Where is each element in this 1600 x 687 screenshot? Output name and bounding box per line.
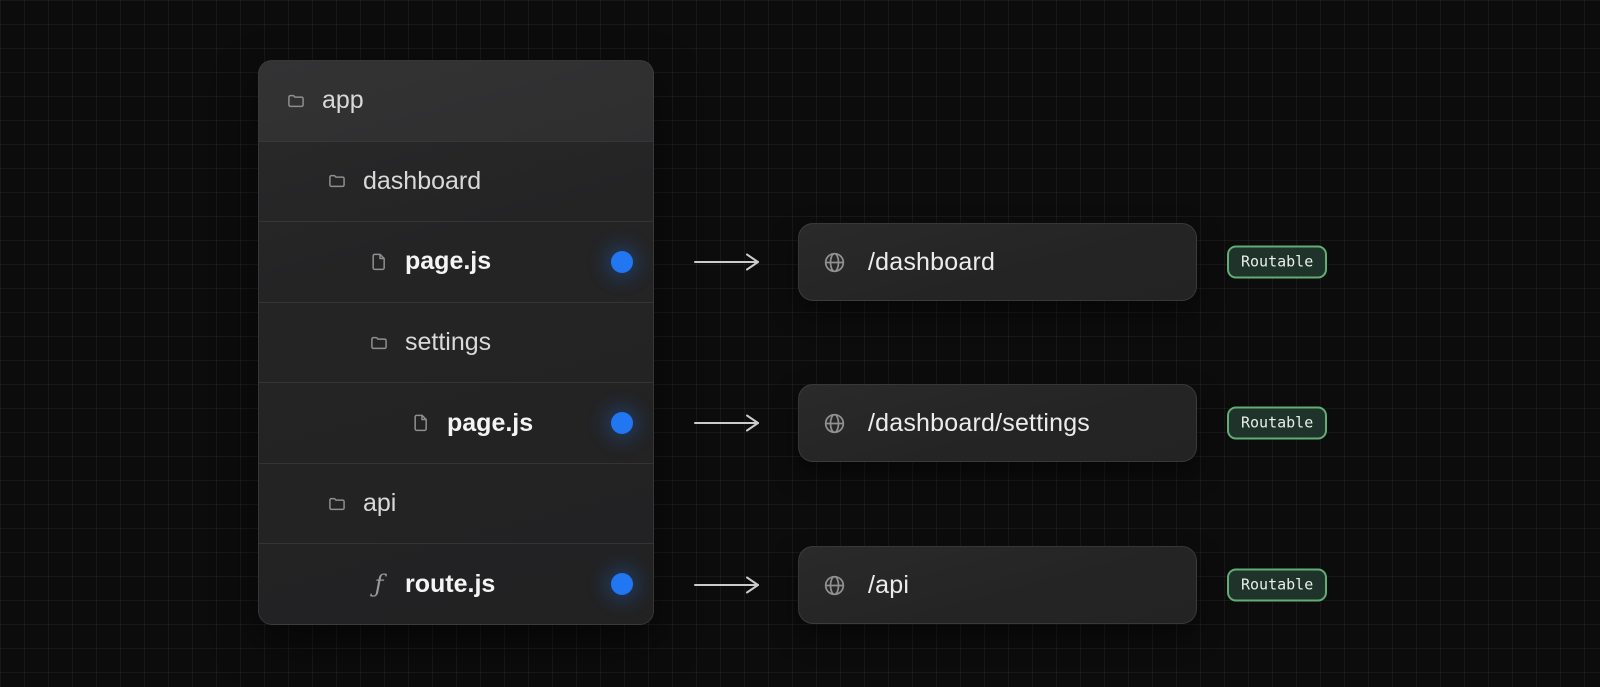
route-row-api: /api Routable bbox=[0, 545, 1600, 625]
routable-badge: Routable bbox=[1227, 406, 1328, 440]
arrow-right-icon bbox=[694, 576, 759, 594]
file-icon bbox=[414, 414, 427, 432]
function-icon: ƒ bbox=[374, 570, 384, 599]
tree-item-label: app bbox=[322, 86, 364, 115]
routable-badge: Routable bbox=[1227, 568, 1328, 602]
tree-item-label: page.js bbox=[405, 247, 492, 276]
route-indicator-dot bbox=[611, 250, 633, 273]
route-card[interactable]: /api bbox=[798, 546, 1197, 624]
tree-row-route-js[interactable]: ƒ route.js bbox=[259, 543, 653, 624]
arrow-right-icon bbox=[694, 414, 759, 432]
tree-row-settings[interactable]: settings bbox=[259, 301, 653, 383]
globe-icon bbox=[824, 575, 845, 595]
tree-item-label: api bbox=[363, 489, 397, 518]
folder-icon bbox=[329, 175, 345, 188]
route-path-label: /dashboard bbox=[868, 247, 996, 276]
routable-badge: Routable bbox=[1227, 245, 1328, 279]
route-indicator-dot bbox=[611, 412, 633, 435]
route-path-label: /api bbox=[868, 570, 910, 599]
globe-icon bbox=[824, 413, 845, 433]
tree-item-label: dashboard bbox=[363, 166, 482, 195]
route-row-dashboard-settings: /dashboard/settings Routable bbox=[0, 383, 1600, 463]
globe-icon bbox=[824, 252, 845, 272]
file-tree-panel: app dashboard page.js settings page.js a… bbox=[258, 60, 654, 625]
route-indicator-dot bbox=[611, 573, 633, 596]
tree-row-api[interactable]: api bbox=[259, 462, 653, 544]
folder-icon bbox=[288, 94, 304, 107]
route-path-label: /dashboard/settings bbox=[868, 408, 1091, 437]
tree-row-dashboard-page-js[interactable]: page.js bbox=[259, 221, 653, 302]
tree-row-settings-page-js[interactable]: page.js bbox=[259, 382, 653, 463]
route-card[interactable]: /dashboard/settings bbox=[798, 384, 1197, 462]
folder-icon bbox=[329, 497, 345, 510]
route-card[interactable]: /dashboard bbox=[798, 223, 1197, 301]
tree-item-label: settings bbox=[405, 328, 492, 357]
tree-item-label: page.js bbox=[447, 408, 534, 437]
tree-item-label: route.js bbox=[405, 569, 496, 598]
tree-row-app[interactable]: app bbox=[259, 61, 653, 141]
arrow-right-icon bbox=[694, 253, 759, 271]
file-icon bbox=[372, 253, 385, 271]
folder-icon bbox=[371, 336, 387, 349]
tree-row-dashboard[interactable]: dashboard bbox=[259, 140, 653, 222]
route-row-dashboard: /dashboard Routable bbox=[0, 222, 1600, 302]
